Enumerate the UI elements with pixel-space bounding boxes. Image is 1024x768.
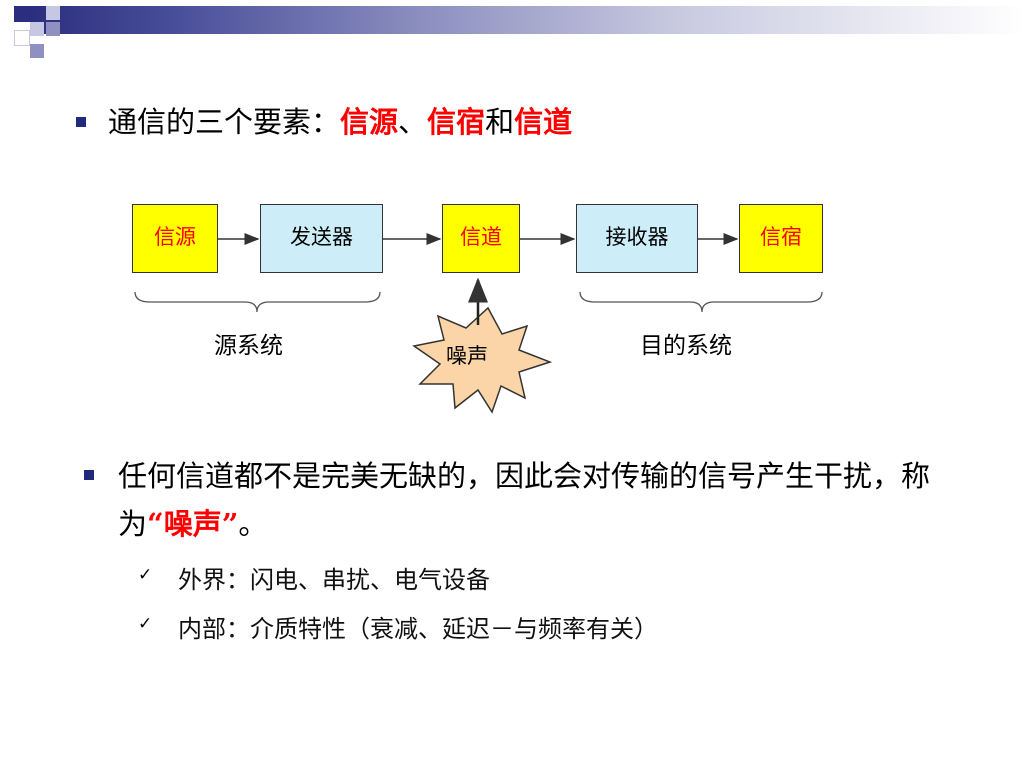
heading-prefix: 通信的三个要素： xyxy=(108,105,341,139)
box-channel: 信道 xyxy=(442,204,520,273)
box-information-sink: 信宿 xyxy=(739,204,823,273)
check-icon: ✓ xyxy=(138,565,153,585)
brace-source-system xyxy=(134,291,381,313)
decoration-square xyxy=(46,22,60,36)
box-receiver: 接收器 xyxy=(576,204,698,273)
title-decoration-band xyxy=(30,6,1024,34)
heading-term-source: 信源 xyxy=(340,105,399,139)
noise-starburst xyxy=(412,306,553,414)
label-source-system: 源系统 xyxy=(214,333,283,359)
noise-description-end: 。 xyxy=(238,507,268,541)
box-information-source: 信源 xyxy=(132,204,218,273)
heading-separator: 、 xyxy=(398,105,428,139)
decoration-square xyxy=(30,44,44,58)
heading-term-sink: 信宿 xyxy=(427,105,486,139)
noise-description: 任何信道都不是完美无缺的，因此会对传输的信号产生干扰，称为“噪声”。 xyxy=(118,452,958,548)
heading-separator: 和 xyxy=(485,105,515,139)
noise-quote: “噪声” xyxy=(147,507,239,541)
decoration-square xyxy=(30,22,44,36)
subitem-internal: 内部：介质特性（衰减、延迟－与频率有关） xyxy=(178,615,658,643)
decoration-square xyxy=(14,6,30,22)
bullet-square xyxy=(84,470,94,480)
label-noise: 噪声 xyxy=(446,344,488,368)
noise-description-text: 任何信道都不是完美无缺的，因此会对传输的信号产生干扰，称为 xyxy=(118,459,931,541)
decoration-square xyxy=(46,6,60,20)
subitem-external: 外界：闪电、串扰、电气设备 xyxy=(178,566,490,594)
bullet-square xyxy=(76,117,86,127)
brace-destination-system xyxy=(579,291,823,313)
decoration-square xyxy=(14,30,30,46)
check-icon: ✓ xyxy=(138,614,153,634)
label-destination-system: 目的系统 xyxy=(640,333,732,359)
heading-term-channel: 信道 xyxy=(514,105,573,139)
heading-line: 通信的三个要素：信源、信宿和信道 xyxy=(108,102,572,142)
box-transmitter: 发送器 xyxy=(260,204,383,273)
